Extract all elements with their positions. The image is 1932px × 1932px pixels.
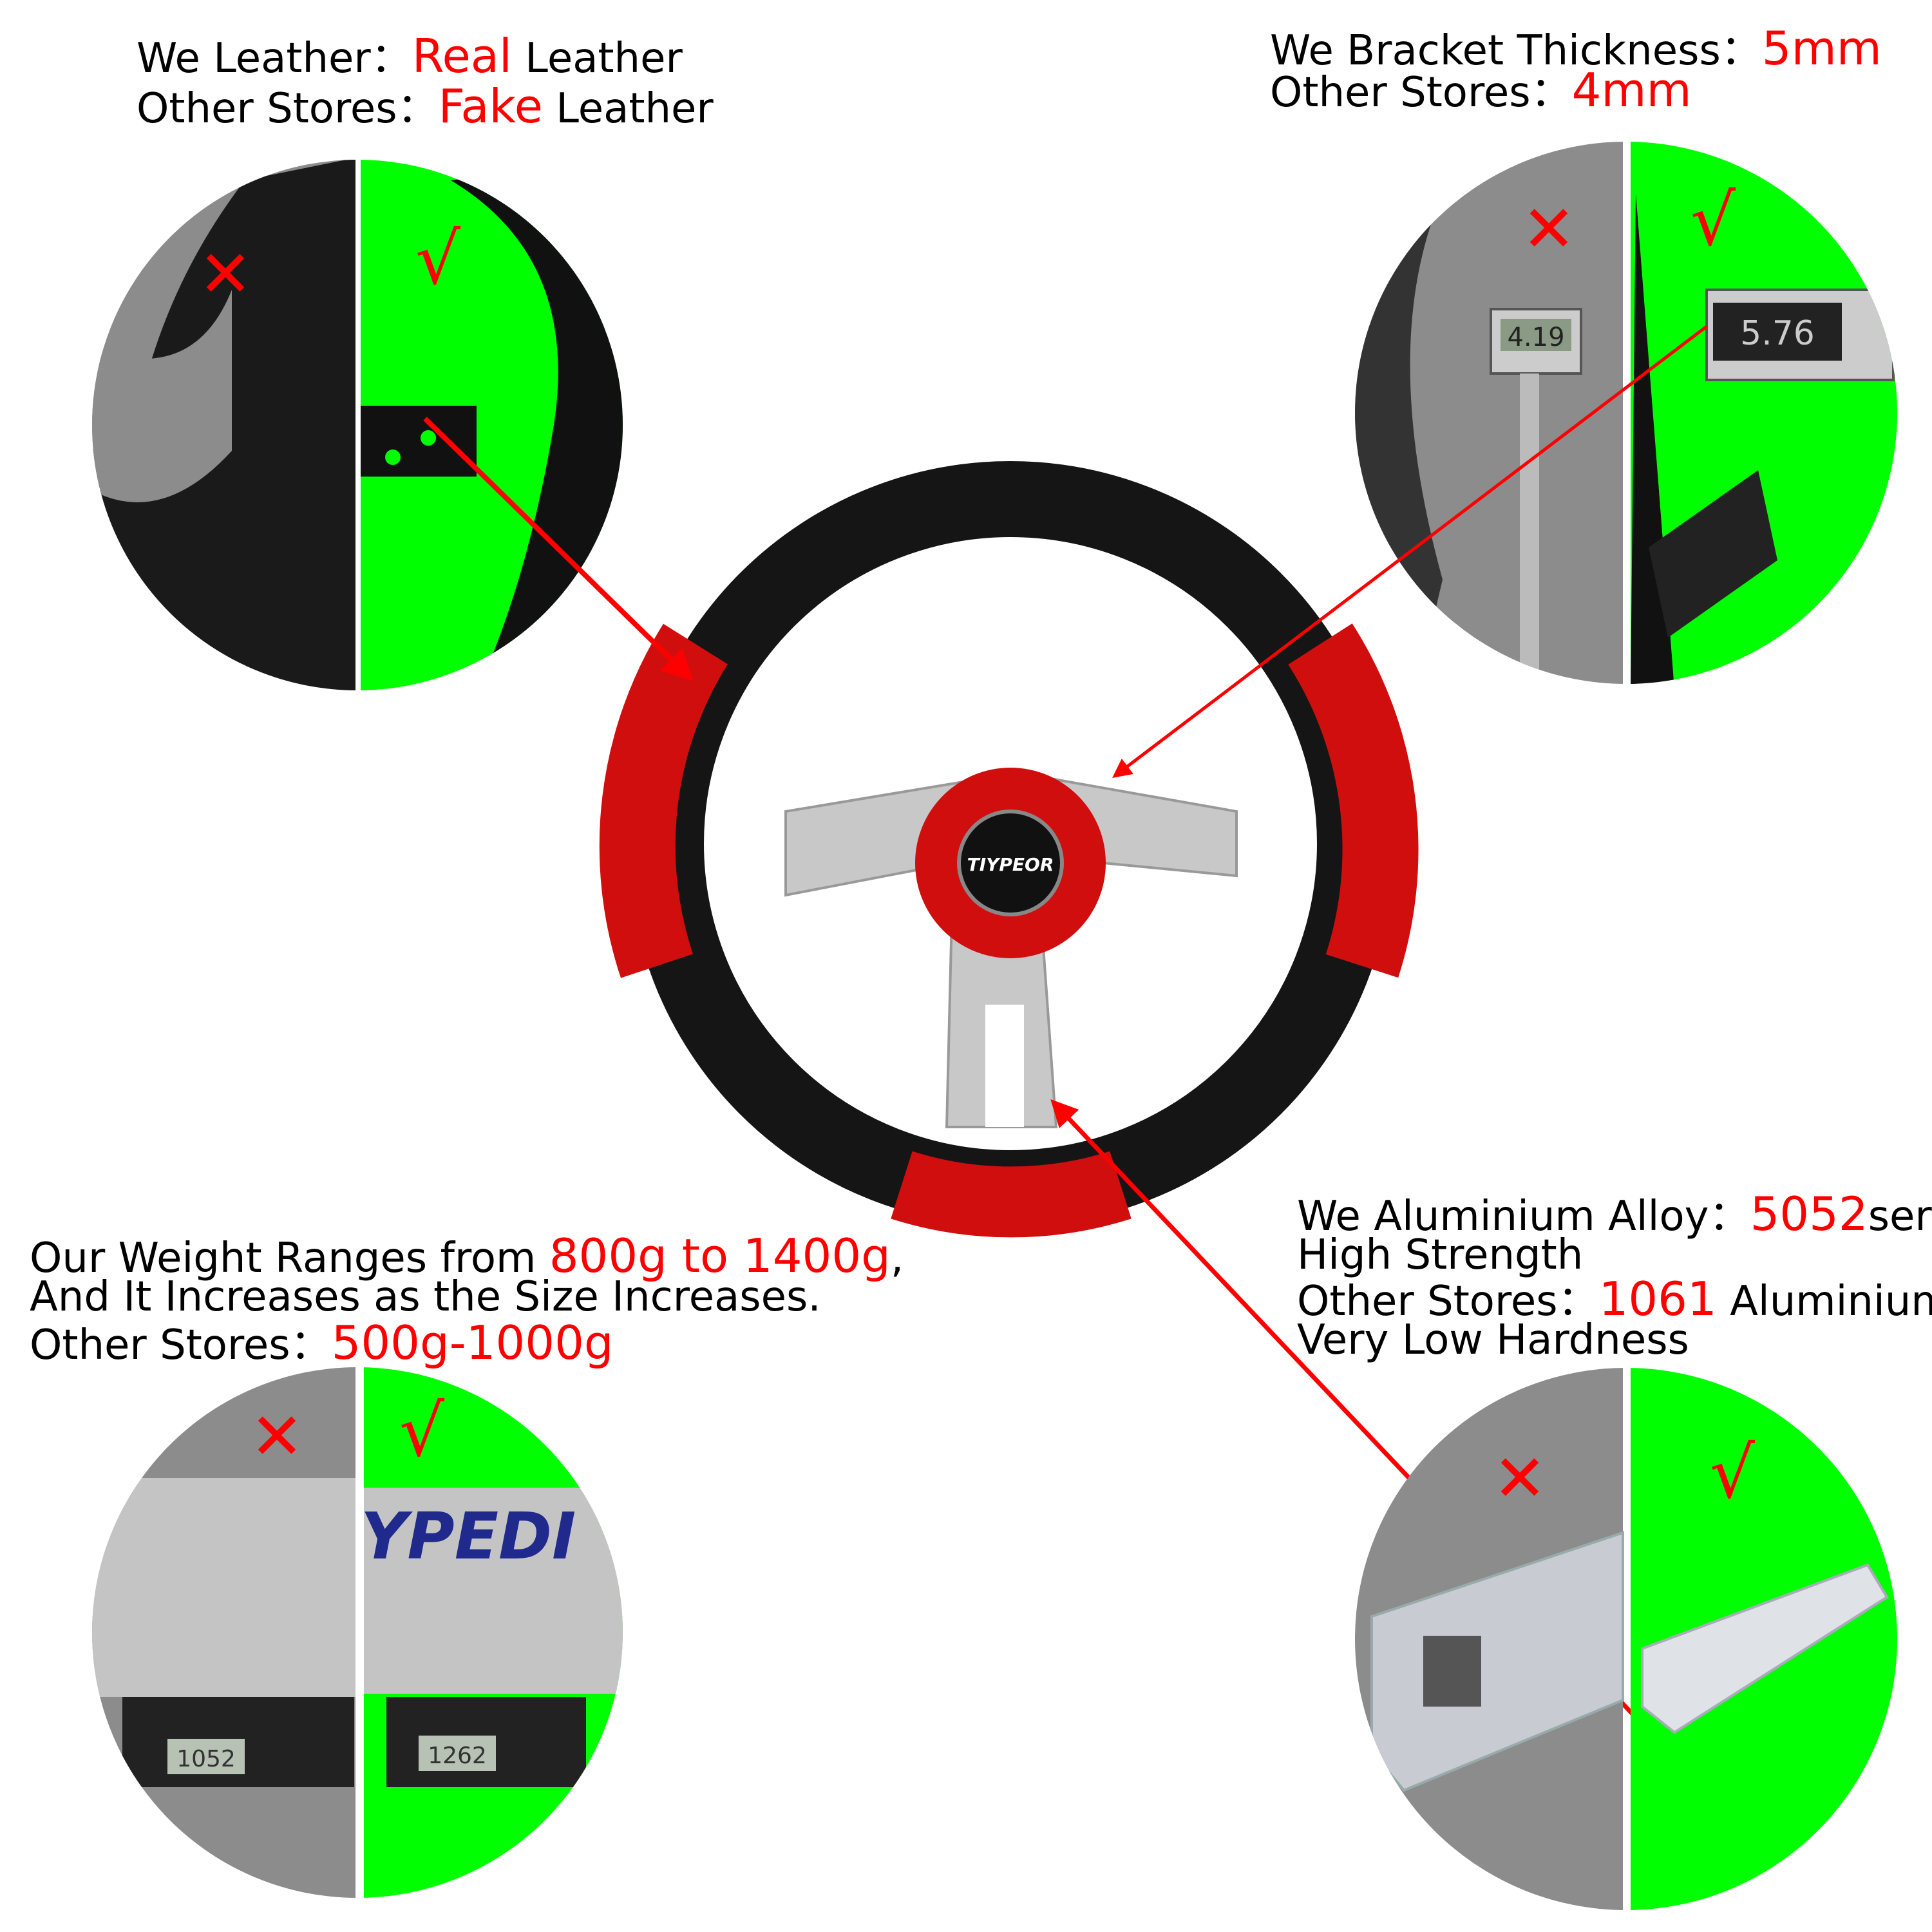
check-icon: √ xyxy=(399,1390,445,1472)
cross-icon: ✕ xyxy=(1493,1441,1547,1516)
svg-text:We Bracket Thickness：5mm: We Bracket Thickness：5mm xyxy=(1270,21,1882,75)
alloy-comparison-text: We Aluminium Alloy：5052series, High Stre… xyxy=(1297,1187,1932,1364)
svg-text:1262: 1262 xyxy=(428,1743,487,1769)
weight-comparison-photo: 1052 YPEDI 1262 xyxy=(92,1367,623,1898)
cross-icon: ✕ xyxy=(250,1399,304,1474)
svg-text:We Leather：Real Leather: We Leather：Real Leather xyxy=(137,29,683,83)
svg-text:Other Stores：Fake Leather: Other Stores：Fake Leather xyxy=(137,79,714,133)
leather-comparison-photo xyxy=(92,160,623,690)
svg-text:YPEDI: YPEDI xyxy=(361,1499,576,1574)
bracket-comparison-photo: 4.19 5.76 xyxy=(1355,142,1897,684)
svg-text:High Strength: High Strength xyxy=(1297,1231,1583,1279)
svg-text:Other Stores：4mm: Other Stores：4mm xyxy=(1270,63,1692,117)
steering-wheel: TIYPEOR xyxy=(599,461,1419,1238)
weight-comparison-text: Our Weight Ranges from 800g to 1400g, An… xyxy=(30,1229,904,1370)
svg-text:We Aluminium Alloy：5052series,: We Aluminium Alloy：5052series, xyxy=(1297,1187,1932,1241)
svg-text:5.76: 5.76 xyxy=(1740,314,1815,353)
svg-text:4.19: 4.19 xyxy=(1507,323,1564,352)
check-icon: √ xyxy=(1710,1432,1756,1514)
bracket-comparison-text: We Bracket Thickness：5mm Other Stores：4m… xyxy=(1270,21,1882,117)
alloy-comparison-photo xyxy=(1355,1368,1897,1910)
svg-text:Other Stores：1061 Aluminium: Other Stores：1061 Aluminium xyxy=(1297,1272,1932,1326)
svg-text:1052: 1052 xyxy=(176,1746,236,1772)
cross-icon: ✕ xyxy=(1522,191,1576,267)
hub-logo: TIYPEOR xyxy=(967,854,1054,875)
check-icon: √ xyxy=(1690,179,1736,261)
svg-text:Other Stores：500g-1000g: Other Stores：500g-1000g xyxy=(30,1316,614,1370)
svg-text:Our Weight Ranges from 800g to: Our Weight Ranges from 800g to 1400g, xyxy=(30,1229,904,1283)
cross-icon: ✕ xyxy=(198,236,252,312)
check-icon: √ xyxy=(415,218,461,300)
svg-text:And It Increases as the Size I: And It Increases as the Size Increases. xyxy=(30,1273,821,1321)
svg-text:Very Low Hardness: Very Low Hardness xyxy=(1297,1316,1689,1364)
leather-comparison-text: We Leather：Real Leather Other Stores：Fak… xyxy=(137,29,714,133)
